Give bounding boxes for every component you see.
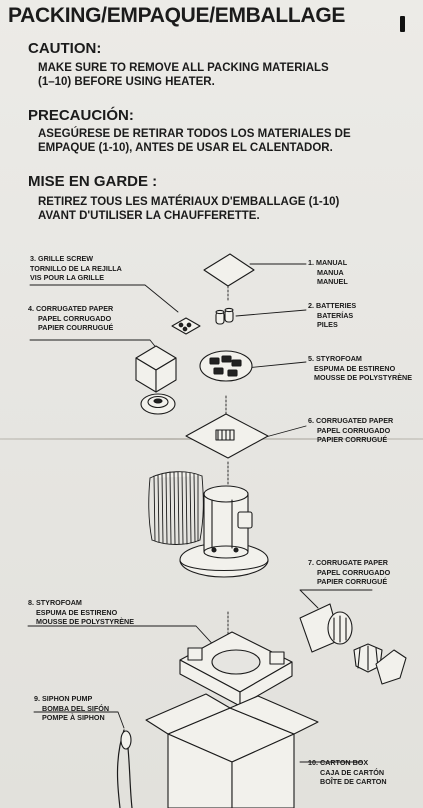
label-corrugated-paper-4-en: 4. CORRUGATED PAPER xyxy=(28,304,114,313)
heater-body xyxy=(179,485,269,578)
label-manual-fr: MANUEL xyxy=(317,277,348,286)
precaucion-heading: PRECAUCIÓN: xyxy=(28,107,134,124)
label-carton-box: 10. CARTON BOX CAJA DE CARTÓN BOÎTE DE C… xyxy=(308,758,387,787)
caution-text: MAKE SURE TO REMOVE ALL PACKING MATERIAL… xyxy=(38,61,329,89)
label-manual: 1. MANUAL MANUA MANUEL xyxy=(308,258,348,287)
precaucion-line-2: EMPAQUE (1-10), ANTES DE USAR EL CALENTA… xyxy=(38,142,333,154)
label-batteries-en: 2. BATTERIES xyxy=(308,301,357,310)
label-styrofoam-5-en: 5. STYROFOAM xyxy=(308,354,362,363)
label-siphon-pump: 9. SIPHON PUMP BOMBA DEL SIFÓN POMPE À S… xyxy=(34,694,109,723)
label-corrugate-paper-7-en: 7. CORRUGATE PAPER xyxy=(308,558,389,567)
corrugated-plate-6 xyxy=(185,413,269,459)
label-corrugated-paper-6-fr: PAPIER CORRUGUÉ xyxy=(317,435,388,444)
label-styrofoam-8: 8. STYROFOAM ESPUMA DE ESTIRENO MOUSSE D… xyxy=(28,598,134,627)
label-styrofoam-5: 5. STYROFOAM ESPUMA DE ESTIRENO MOUSSE D… xyxy=(308,354,412,383)
mise-en-garde-heading: MISE EN GARDE : xyxy=(28,173,158,190)
heater-grille-cage xyxy=(148,471,204,545)
label-grille-screw: 3. GRILLE SCREW TORNILLO DE LA REJILLA V… xyxy=(30,254,122,283)
grille-screws xyxy=(171,317,201,335)
label-grille-screw-es: TORNILLO DE LA REJILLA xyxy=(30,263,122,273)
batteries xyxy=(215,307,234,325)
siphon-pump xyxy=(116,729,133,808)
label-styrofoam-5-es: ESPUMA DE ESTIRENO xyxy=(314,363,396,373)
caution-line-2: (1–10) BEFORE USING HEATER. xyxy=(38,76,215,88)
label-corrugated-paper-4-es: PAPEL CORRUGADO xyxy=(38,313,112,323)
label-grille-screw-en: 3. GRILLE SCREW xyxy=(30,254,94,263)
label-corrugate-paper-7-es: PAPEL CORRUGADO xyxy=(317,567,391,577)
label-siphon-pump-en: 9. SIPHON PUMP xyxy=(34,694,93,703)
label-corrugated-paper-4-fr: PAPIER COURRUGUÉ xyxy=(38,323,114,332)
caution-heading: CAUTION: xyxy=(28,40,102,57)
precaucion-line-1: ASEGÚRESE DE RETIRAR TODOS LOS MATERIALE… xyxy=(38,128,351,140)
page-title: PACKING/EMPAQUE/EMBALLAGE xyxy=(8,4,346,27)
label-corrugate-paper-7: 7. CORRUGATE PAPER PAPEL CORRUGADO PAPIE… xyxy=(308,558,390,587)
label-corrugated-paper-6: 6. CORRUGATED PAPER PAPEL CORRUGADO PAPI… xyxy=(308,416,393,445)
label-batteries: 2. BATTERIES BATERÍAS PILES xyxy=(308,301,356,330)
label-styrofoam-5-fr: MOUSSE DE POLYSTYRÈNE xyxy=(314,373,412,382)
styrofoam-base-8 xyxy=(179,631,293,707)
label-carton-box-es: CAJA DE CARTÓN xyxy=(320,767,385,777)
carton-box xyxy=(145,693,319,808)
leader-lines xyxy=(27,263,373,763)
label-corrugate-paper-7-fr: PAPIER CORRUGUÉ xyxy=(317,577,388,586)
label-grille-screw-fr: VIS POUR LA GRILLE xyxy=(30,273,105,282)
label-styrofoam-8-es: ESPUMA DE ESTIRENO xyxy=(36,607,118,617)
label-batteries-es: BATERÍAS xyxy=(317,310,354,320)
caution-line-1: MAKE SURE TO REMOVE ALL PACKING MATERIAL… xyxy=(38,62,329,74)
corrugated-box-4 xyxy=(135,345,177,393)
label-corrugated-paper-6-en: 6. CORRUGATED PAPER xyxy=(308,416,394,425)
label-carton-box-en: 10. CARTON BOX xyxy=(308,758,369,767)
label-carton-box-fr: BOÎTE DE CARTON xyxy=(320,777,387,786)
label-siphon-pump-fr: POMPE À SIPHON xyxy=(42,713,105,722)
label-styrofoam-8-en: 8. STYROFOAM xyxy=(28,598,82,607)
manual-sheet xyxy=(203,253,255,287)
precaucion-text: ASEGÚRESE DE RETIRAR TODOS LOS MATERIALE… xyxy=(38,127,351,155)
mise-en-garde-line-2: AVANT D'UTILISER LA CHAUFFERETTE. xyxy=(38,210,260,222)
corrugated-inserts-7 xyxy=(299,603,407,685)
label-siphon-pump-es: BOMBA DEL SIFÓN xyxy=(42,703,110,713)
mise-en-garde-text: RETIREZ TOUS LES MATÉRIAUX D'EMBALLAGE (… xyxy=(38,195,339,223)
label-manual-en: 1. MANUAL xyxy=(308,258,348,267)
mise-en-garde-line-1: RETIREZ TOUS LES MATÉRIAUX D'EMBALLAGE (… xyxy=(38,196,340,208)
label-corrugated-paper-6-es: PAPEL CORRUGADO xyxy=(317,425,391,435)
label-corrugated-paper-4: 4. CORRUGATED PAPER PAPEL CORRUGADO PAPI… xyxy=(28,304,113,333)
title-edge-mark xyxy=(400,16,405,32)
label-styrofoam-8-fr: MOUSSE DE POLYSTYRÈNE xyxy=(36,617,134,626)
round-disk-part xyxy=(140,393,176,415)
styrofoam-tray-5 xyxy=(199,350,253,382)
label-batteries-fr: PILES xyxy=(317,320,338,329)
label-manual-es: MANUA xyxy=(317,267,344,277)
